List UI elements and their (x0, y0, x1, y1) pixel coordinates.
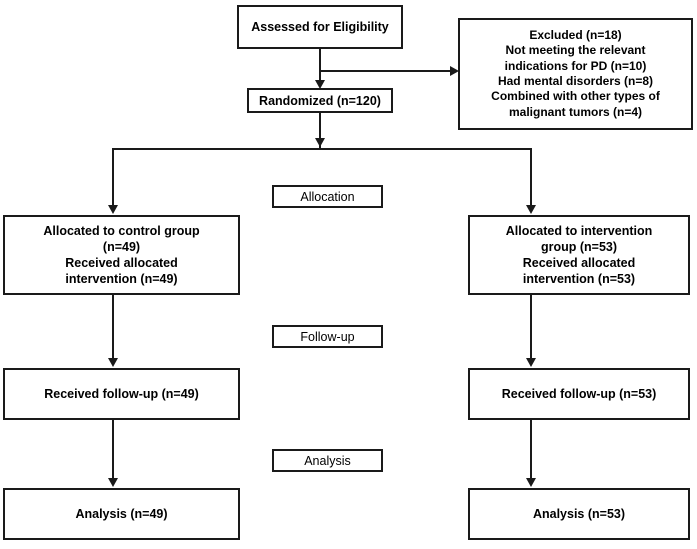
node-allocated-control-group: Allocated to control group (n=49) Receiv… (3, 215, 240, 295)
node-followup-control-label: Received follow-up (n=49) (44, 387, 199, 401)
node-allocated-intervention-label: Allocated to intervention group (n=53) R… (505, 224, 653, 286)
connector-assessed-stem (319, 49, 321, 86)
node-analysis-control-label: Analysis (n=49) (75, 507, 168, 521)
node-assessed-for-eligibility: Assessed for Eligibility (237, 5, 403, 49)
node-followup-intervention-label: Received follow-up (n=53) (501, 387, 657, 401)
node-followup-intervention: Received follow-up (n=53) (468, 368, 690, 420)
node-randomized-label: Randomized (n=120) (259, 93, 381, 108)
connector-assessed-to-excluded (319, 70, 456, 72)
node-analysis-intervention-label: Analysis (n=53) (532, 507, 626, 521)
node-excluded: Excluded (n=18) Not meeting the relevant… (458, 18, 693, 130)
node-analysis-control: Analysis (n=49) (3, 488, 240, 540)
connector-alloc-to-followup-left (112, 295, 114, 359)
stage-label-allocation-text: Allocation (300, 189, 355, 204)
stage-label-followup-text: Follow-up (300, 329, 355, 344)
node-randomized: Randomized (n=120) (247, 88, 393, 113)
connector-followup-to-analysis-left (112, 420, 114, 479)
arrowhead-to-followup-intervention (526, 358, 536, 367)
node-assessed-label: Assessed for Eligibility (251, 20, 389, 34)
stage-label-allocation: Allocation (272, 185, 383, 208)
connector-fork-right-drop (530, 148, 532, 206)
connector-fork-left-drop (112, 148, 114, 206)
connector-randomized-stem (319, 113, 321, 148)
node-analysis-intervention: Analysis (n=53) (468, 488, 690, 540)
arrowhead-to-allocation-control (108, 205, 118, 214)
arrowhead-randomized-fork (315, 138, 325, 147)
stage-label-analysis-text: Analysis (304, 453, 351, 468)
node-followup-control: Received follow-up (n=49) (3, 368, 240, 420)
node-allocated-control-label: Allocated to control group (n=49) Receiv… (43, 224, 200, 286)
connector-alloc-to-followup-right (530, 295, 532, 359)
connector-fork-bar (112, 148, 532, 150)
arrowhead-to-followup-control (108, 358, 118, 367)
arrowhead-to-randomized (315, 80, 325, 89)
node-allocated-intervention-group: Allocated to intervention group (n=53) R… (468, 215, 690, 295)
stage-label-analysis: Analysis (272, 449, 383, 472)
node-excluded-label: Excluded (n=18) Not meeting the relevant… (491, 27, 660, 119)
arrowhead-to-analysis-intervention (526, 478, 536, 487)
arrowhead-to-excluded (450, 66, 459, 76)
arrowhead-to-analysis-control (108, 478, 118, 487)
stage-label-followup: Follow-up (272, 325, 383, 348)
connector-followup-to-analysis-right (530, 420, 532, 479)
arrowhead-to-allocation-intervention (526, 205, 536, 214)
